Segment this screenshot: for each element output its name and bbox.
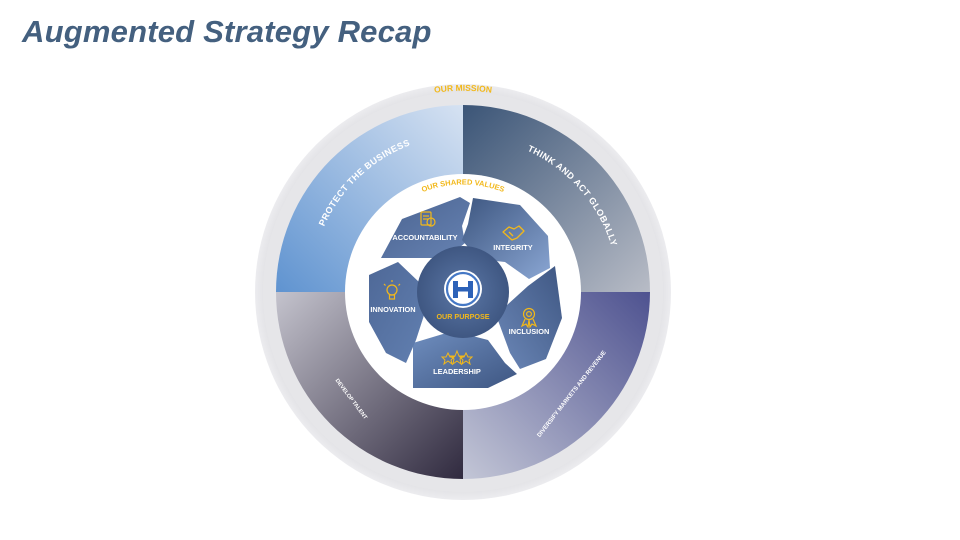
mission-label: OUR MISSION	[433, 83, 492, 95]
stars-icon	[440, 349, 474, 366]
company-logo-letter	[453, 281, 473, 298]
page-title: Augmented Strategy Recap	[22, 14, 432, 49]
lightbulb-icon	[383, 280, 401, 300]
value-label-inclusion: INCLUSION	[509, 327, 550, 336]
award-icon	[520, 307, 538, 329]
value-segment-innovation	[369, 262, 427, 363]
purpose-label: OUR PURPOSE	[436, 312, 489, 321]
value-label-integrity: INTEGRITY	[493, 243, 532, 252]
company-logo-ring	[445, 271, 481, 307]
value-label-accountability: ACCOUNTABILITY	[392, 233, 457, 242]
value-label-leadership: LEADERSHIP	[433, 367, 481, 376]
value-label-innovation: INNOVATION	[370, 305, 415, 314]
value-segment-inclusion	[496, 266, 562, 369]
value-segment-leadership	[413, 331, 517, 388]
handshake-icon	[502, 225, 525, 241]
accountability-icon	[420, 211, 436, 227]
value-segment-accountability	[381, 197, 470, 258]
